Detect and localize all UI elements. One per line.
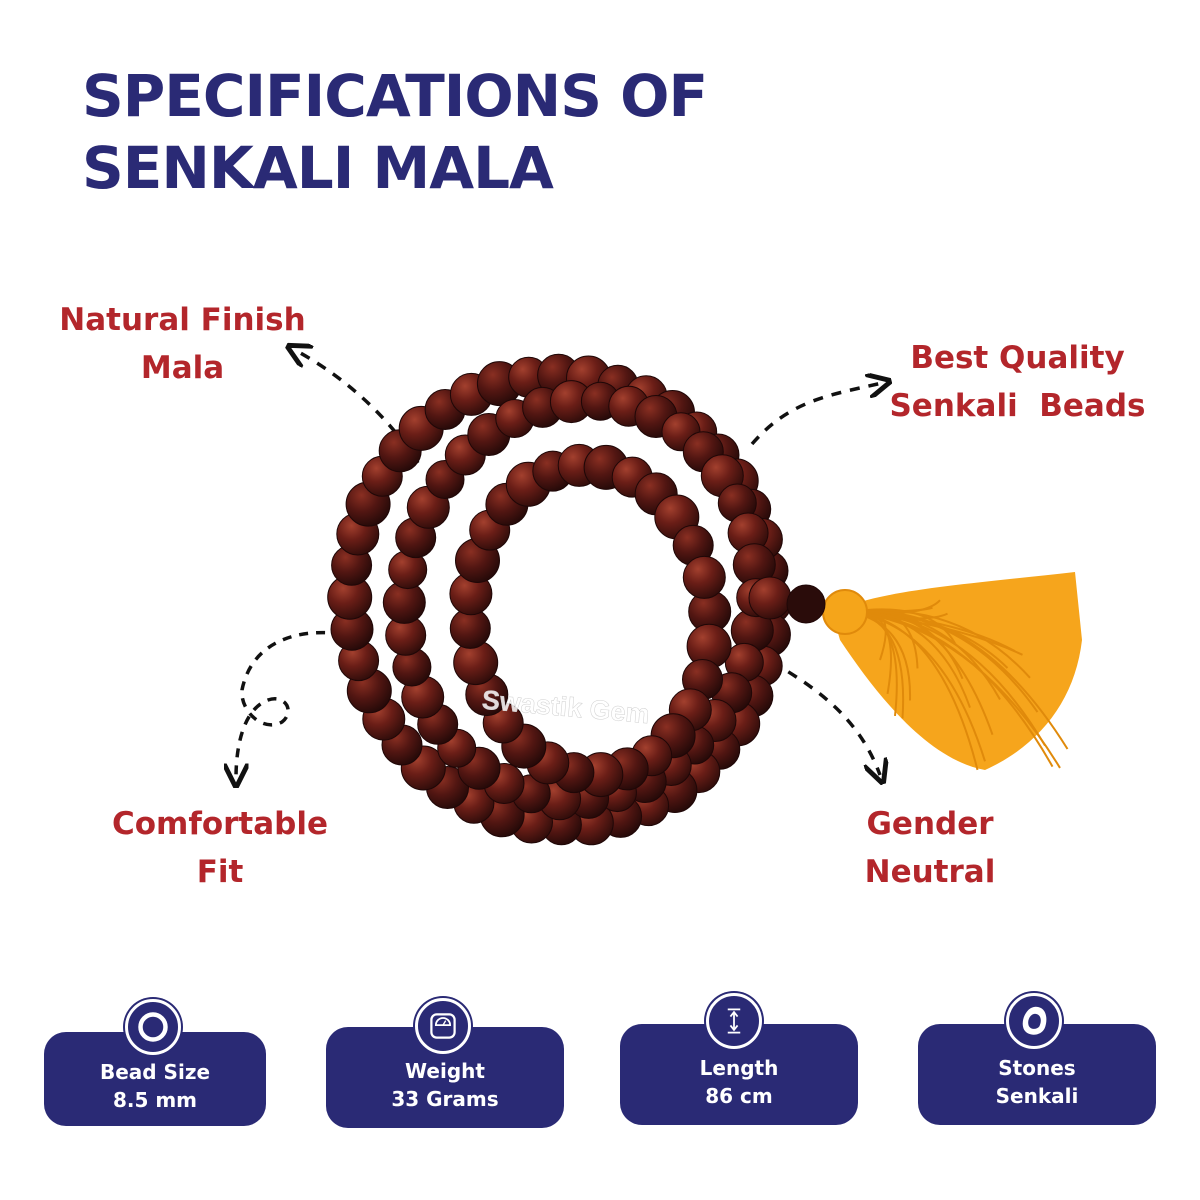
arrow-gender-neutral <box>771 660 880 775</box>
senkali-beads <box>327 353 826 846</box>
spec-label: Length <box>699 1055 779 1080</box>
callout-comfortable-fit-line-1: Comfortable <box>111 806 328 842</box>
callout-best-quality-line-2: Senkali Beads <box>889 388 1146 424</box>
page-title: SPECIFICATIONS OF SENKALI MALA <box>82 60 708 204</box>
spec-value: 86 cm <box>705 1083 773 1108</box>
tassel-thread <box>849 610 1069 750</box>
spec-label: Stones <box>998 1055 1076 1080</box>
callout-gender-neutral-line-1: Gender <box>866 806 994 842</box>
scale-icon <box>415 998 471 1054</box>
callout-natural-finish-line-2: Mala <box>140 350 225 386</box>
callout-natural-finish: Natural Finish Mala <box>50 296 315 392</box>
circle-icon <box>125 999 181 1055</box>
callout-comfortable-fit: Comfortable Fit <box>100 800 340 896</box>
callout-gender-neutral-line-2: Neutral <box>864 854 996 890</box>
arrow-best-quality <box>750 383 882 446</box>
arrow-natural-finish <box>295 350 420 464</box>
title-line-1: SPECIFICATIONS OF <box>82 62 708 130</box>
title-line-2: SENKALI MALA <box>82 134 554 202</box>
spec-value: 8.5 mm <box>112 1088 198 1112</box>
callout-best-quality: Best Quality Senkali Beads <box>880 334 1155 430</box>
tassel-thread <box>849 611 1046 747</box>
callout-natural-finish-line-1: Natural Finish <box>59 302 306 338</box>
spec-value: 33 Grams <box>391 1086 499 1111</box>
arrow-comfortable-fit <box>236 630 343 778</box>
spec-value: Senkali <box>995 1083 1079 1108</box>
bead <box>748 576 792 620</box>
spec-card-weight: Weight 33 Grams <box>326 1027 564 1128</box>
spec-label: Weight <box>405 1058 485 1083</box>
spec-label: Bead Size <box>99 1060 211 1084</box>
tassel-thread <box>849 611 1061 769</box>
length-arrow-icon <box>706 993 762 1049</box>
callout-gender-neutral: Gender Neutral <box>840 800 1020 896</box>
callout-comfortable-fit-line-2: Fit <box>196 854 244 890</box>
callout-best-quality-line-1: Best Quality <box>910 340 1125 376</box>
bead <box>786 584 826 624</box>
stone-icon <box>1006 993 1062 1049</box>
tassel <box>822 572 1082 771</box>
tassel-thread <box>849 611 986 762</box>
bead <box>682 555 726 599</box>
